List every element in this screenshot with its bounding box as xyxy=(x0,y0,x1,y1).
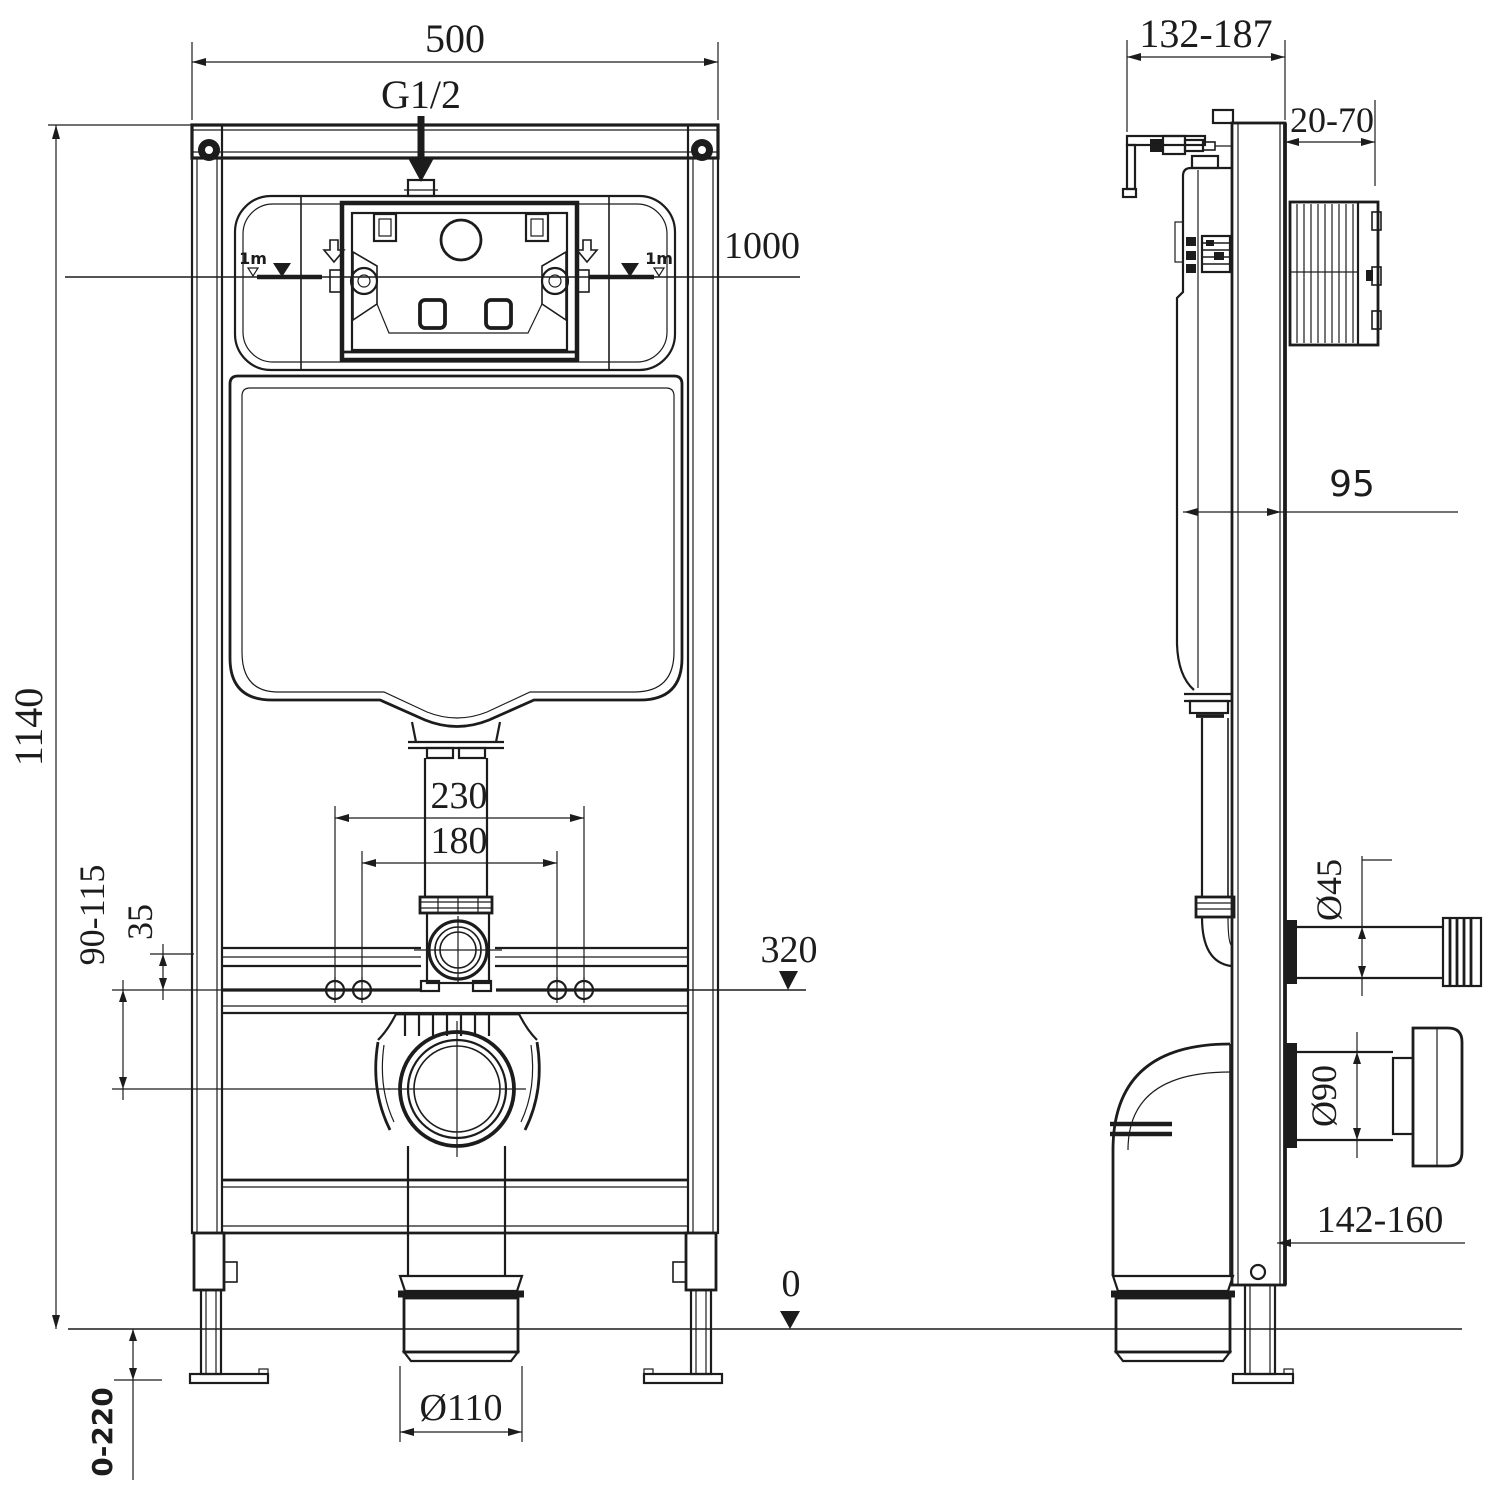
level-triangle-icon xyxy=(780,1311,800,1329)
waste-elbow-side xyxy=(1110,1042,1235,1363)
flush-window: 1m 1m xyxy=(233,194,677,372)
dim-cistern-to-wall: 95 xyxy=(1183,464,1458,516)
plate-depth-range-label: 20-70 xyxy=(1290,100,1374,140)
leg-adjust-range-label: 0-220 xyxy=(86,1387,119,1477)
front-frame xyxy=(190,123,720,1235)
meter-mark-right: 1m xyxy=(645,249,673,268)
dim-frame-width: 500 xyxy=(191,16,719,120)
dim-frame-height: 1140 xyxy=(6,124,192,1329)
floor-level: 0 xyxy=(68,1263,1462,1330)
fixing-bolts xyxy=(322,977,597,1003)
level-triangle-icon xyxy=(779,971,798,990)
waste-outlet-front xyxy=(374,1012,541,1363)
down-arrow-icon xyxy=(322,239,346,264)
cistern-to-wall-label: 95 xyxy=(1329,464,1375,505)
inlet-valve-side xyxy=(1150,134,1232,170)
dim-bolt-spacing: 230 180 xyxy=(334,775,585,984)
dim-left-offsets: 35 90-115 xyxy=(72,865,390,1100)
side-view: Ø45 Ø90 xyxy=(1110,11,1483,1385)
rail-offset-label: 35 xyxy=(120,904,160,940)
screw-hole-icon xyxy=(198,139,713,161)
frame-width-label: 500 xyxy=(425,16,485,61)
outlet-offset-range-label: 142-160 xyxy=(1317,1199,1444,1241)
waste-outlet-dia-label: Ø90 xyxy=(1304,1065,1344,1127)
dim-waste-pipe: Ø110 xyxy=(399,1366,523,1442)
water-inlet: G1/2 xyxy=(381,72,461,198)
flush-pipe-dia-label: Ø45 xyxy=(1309,859,1349,921)
dim-leg-adjust: 0-220 xyxy=(86,1329,162,1480)
level-triangle-icon xyxy=(246,267,260,278)
dim-plate-depth: 20-70 xyxy=(1285,100,1376,186)
bolt-spacing-outer-label: 230 xyxy=(431,775,488,817)
cistern-front xyxy=(228,374,684,993)
frame-height-label: 1140 xyxy=(6,688,51,767)
level-1000-label: 1000 xyxy=(724,225,800,267)
frame-depth-range-label: 132-187 xyxy=(1139,11,1272,56)
side-frame xyxy=(1211,108,1295,1385)
down-arrow-icon xyxy=(575,239,599,264)
level-triangle-icon xyxy=(273,263,291,277)
floor-level-label: 0 xyxy=(782,1263,801,1305)
dim-outlet-offset: 142-160 xyxy=(1277,1199,1465,1247)
pan-fixing-range-label: 90-115 xyxy=(72,865,112,966)
dim-frame-depth: 132-187 xyxy=(1126,11,1286,132)
inlet-thread-label: G1/2 xyxy=(381,72,461,117)
front-legs xyxy=(188,1231,724,1385)
waste-connection: Ø90 xyxy=(1285,1026,1464,1168)
level-triangle-icon xyxy=(621,263,639,277)
level-triangle-icon xyxy=(652,267,666,278)
bolt-spacing-inner-label: 180 xyxy=(431,820,488,862)
flush-connection: Ø45 xyxy=(1285,856,1483,996)
fixing-level-label: 320 xyxy=(761,929,818,971)
flush-plate-shaft xyxy=(1288,200,1382,347)
front-view: G1/2 xyxy=(6,16,818,1480)
level-1000: 1000 xyxy=(65,225,800,278)
meter-mark-left: 1m xyxy=(239,249,267,268)
cistern-side xyxy=(1174,166,1236,968)
level-320: 320 xyxy=(688,929,818,991)
waste-pipe-dia-label: Ø110 xyxy=(419,1387,502,1429)
